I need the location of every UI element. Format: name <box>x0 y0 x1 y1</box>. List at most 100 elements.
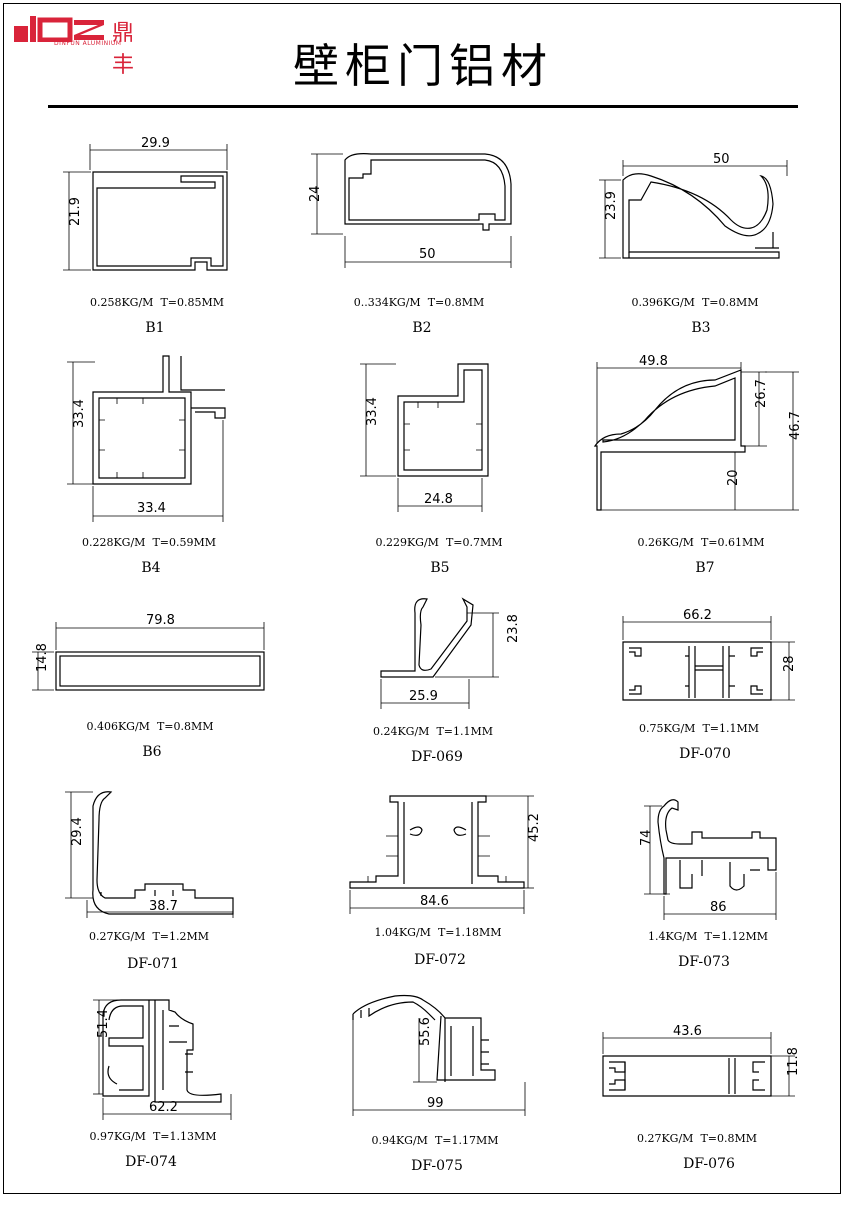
profile-b5-weight: 0.229KG/M <box>375 536 439 549</box>
profile-b2-spec: 0..334KG/M T=0.8MM <box>289 296 549 309</box>
profile-b4-thickness: T=0.59MM <box>152 536 217 549</box>
profile-b3-dim-1: 50 <box>713 152 730 167</box>
profile-b3-spec: 0.396KG/M T=0.8MM <box>565 296 825 309</box>
profile-df069-weight: 0.24KG/M <box>372 725 430 738</box>
profile-b5-thickness: T=0.7MM <box>445 536 503 549</box>
profile-df073: 74 86 1.4KG/M T=1.12MM DF-073 <box>590 790 846 990</box>
profile-df070-thickness: T=1.1MM <box>702 722 760 735</box>
profile-df074-drawing: 51.4 62.2 <box>93 999 232 1120</box>
profile-b3-code: B3 <box>691 320 711 336</box>
profile-df076-dim-2: 11.8 <box>786 1047 801 1076</box>
profile-df075: 55.6 99 0.94KG/M T=1.17MM DF-075 <box>305 990 565 1190</box>
profile-b4-code: B4 <box>141 560 161 576</box>
profile-df072: 45.2 84.6 1.04KG/M T=1.18MM DF-072 <box>310 780 570 980</box>
profile-b5-code: B5 <box>430 560 450 576</box>
profile-df076-dim-1: 43.6 <box>673 1024 702 1039</box>
title-rule <box>48 105 798 108</box>
profile-df069-spec: 0.24KG/M T=1.1MM <box>303 725 563 738</box>
profile-df076-code: DF-076 <box>683 1156 735 1172</box>
profile-df071-spec: 0.27KG/M T=1.2MM <box>19 930 279 943</box>
profile-b3-weight: 0.396KG/M <box>631 296 695 309</box>
profile-df070-drawing: 66.2 28 <box>622 608 797 701</box>
profile-df075-dim-1: 55.6 <box>418 1017 433 1046</box>
profile-b4-spec: 0.228KG/M T=0.59MM <box>19 536 279 549</box>
profile-b2: 24 50 0..334KG/M T=0.8MM B2 <box>295 130 555 336</box>
profile-df069-dim-2: 25.9 <box>409 689 438 704</box>
profile-df073-dim-1: 74 <box>639 829 654 846</box>
profile-b2-weight: 0..334KG/M <box>353 296 421 309</box>
profile-df072-thickness: T=1.18MM <box>437 926 502 939</box>
profile-b6-dim-2: 14.8 <box>35 643 50 672</box>
profile-b3-thickness: T=0.8MM <box>701 296 759 309</box>
profile-b7-spec: 0.26KG/M T=0.61MM <box>571 536 831 549</box>
profile-b1-dim-1: 29.9 <box>141 136 170 151</box>
profile-df071-code: DF-071 <box>127 956 179 972</box>
profile-b7-weight: 0.26KG/M <box>637 536 694 549</box>
profile-df074-thickness: T=1.13MM <box>152 1130 217 1143</box>
profile-df069-thickness: T=1.1MM <box>436 725 494 738</box>
profile-df072-spec: 1.04KG/M T=1.18MM <box>308 926 568 939</box>
profile-df071-weight: 0.27KG/M <box>88 930 146 943</box>
profile-df075-thickness: T=1.17MM <box>434 1134 499 1147</box>
profile-df073-dim-2: 86 <box>710 900 727 915</box>
profile-df075-dim-2: 99 <box>427 1096 444 1111</box>
profile-df073-code: DF-073 <box>678 954 730 970</box>
profile-b7-dim-1: 49.8 <box>639 354 668 369</box>
profile-b4-weight: 0.228KG/M <box>81 536 146 549</box>
profile-b2-thickness: T=0.8MM <box>427 296 485 309</box>
profile-df071-thickness: T=1.2MM <box>152 930 210 943</box>
profile-df076-thickness: T=0.8MM <box>700 1132 758 1145</box>
profile-df070-dim-2: 28 <box>782 655 797 672</box>
profile-b1-drawing: 29.9 21.9 <box>63 136 228 271</box>
profile-b1-thickness: T=0.85MM <box>160 296 225 309</box>
profile-b5-dim-1: 33.4 <box>365 397 380 426</box>
profile-df069-drawing: 23.8 25.9 <box>380 597 521 709</box>
profile-b3-dim-2: 23.9 <box>604 191 619 220</box>
profile-df076: 43.6 11.8 0.27KG/M T=0.8MM DF-076 <box>575 1010 835 1210</box>
profile-b6: 79.8 14.8 0.406KG/M T=0.8MM B6 <box>20 590 280 790</box>
profile-df072-code: DF-072 <box>414 952 466 968</box>
logo-en-text: DINFUN ALUMINIUM <box>54 40 122 47</box>
page-title: 壁柜门铝材 <box>293 39 553 93</box>
profile-df072-dim-1: 45.2 <box>527 813 542 842</box>
profile-df076-spec: 0.27KG/M T=0.8MM <box>567 1132 827 1145</box>
profile-df072-drawing: 45.2 84.6 <box>349 795 542 914</box>
profile-df074: 51.4 62.2 0.97KG/M T=1.13MM DF-074 <box>45 990 305 1190</box>
brand-logo: 鼎丰 DINFUN ALUMINIUM <box>14 12 154 78</box>
profile-df075-weight: 0.94KG/M <box>371 1134 428 1147</box>
profile-df071-dim-1: 29.4 <box>70 817 85 846</box>
profile-df069-dim-1: 23.8 <box>506 614 521 643</box>
profile-b7-drawing: 49.8 26.7 46.7 20 <box>593 354 803 511</box>
profile-df070-code: DF-070 <box>679 746 731 762</box>
profile-b5-dim-2: 24.8 <box>424 492 453 507</box>
profile-df070-weight: 0.75KG/M <box>638 722 696 735</box>
profile-b4-drawing: 33.4 33.4 <box>67 355 226 522</box>
profile-df076-weight: 0.27KG/M <box>636 1132 694 1145</box>
profile-b5: 33.4 24.8 0.229KG/M T=0.7MM B5 <box>310 350 570 576</box>
profile-b7-dim-4: 20 <box>726 469 741 486</box>
profile-b4-dim-2: 33.4 <box>137 501 166 516</box>
profile-b2-dim-1: 24 <box>308 185 323 202</box>
profile-b7-thickness: T=0.61MM <box>700 536 765 549</box>
profile-b3-drawing: 50 23.9 <box>599 152 788 259</box>
profile-df074-weight: 0.97KG/M <box>89 1130 146 1143</box>
profile-df070-dim-1: 66.2 <box>683 608 712 623</box>
profile-b2-dim-2: 50 <box>419 247 436 262</box>
profile-df073-drawing: 74 86 <box>639 799 777 920</box>
profile-df074-spec: 0.97KG/M T=1.13MM <box>23 1130 283 1143</box>
profile-b3: 50 23.9 0.396KG/M T=0.8MM B3 <box>575 130 835 336</box>
profile-b6-code: B6 <box>142 744 162 760</box>
profile-df075-spec: 0.94KG/M T=1.17MM <box>305 1134 565 1147</box>
profile-b7-dim-2: 26.7 <box>754 379 769 408</box>
profile-b2-code: B2 <box>412 320 432 336</box>
profile-b2-drawing: 24 50 <box>308 153 512 268</box>
profile-df074-dim-1: 51.4 <box>96 1009 111 1038</box>
profile-b1-code: B1 <box>145 320 165 336</box>
profile-df073-weight: 1.4KG/M <box>647 930 698 943</box>
page-frame <box>3 3 841 1194</box>
profile-df075-code: DF-075 <box>411 1158 463 1174</box>
profile-df072-dim-2: 84.6 <box>420 894 449 909</box>
profile-b1-dim-2: 21.9 <box>68 197 83 226</box>
profile-b6-dim-1: 79.8 <box>146 613 175 628</box>
profile-df069-code: DF-069 <box>411 749 463 765</box>
